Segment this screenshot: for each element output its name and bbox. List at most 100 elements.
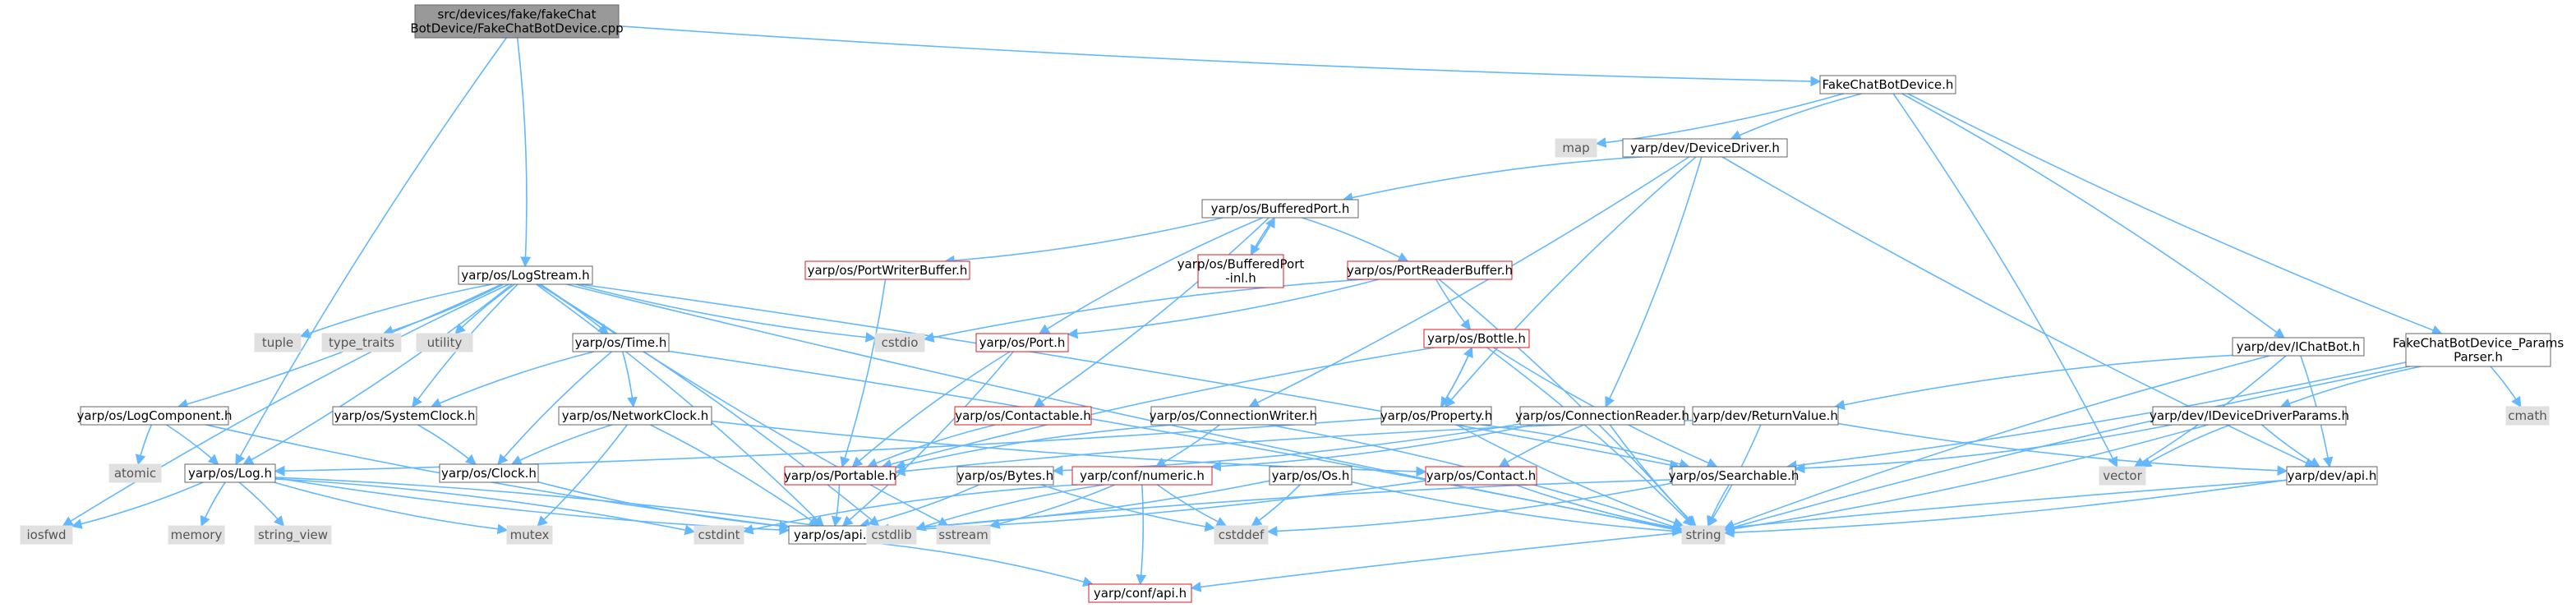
edge-idevparams-to-devapi: [2261, 424, 2320, 468]
edge-params-to-searchable: [1786, 362, 2407, 471]
node-iosfwd[interactable]: iosfwd: [20, 525, 73, 545]
edge-numeric-to-confapi: [1136, 484, 1147, 586]
node-property-box: [1380, 406, 1492, 426]
node-pwb-label: yarp/os/PortWriterBuffer.h: [808, 263, 968, 278]
edge-fcbd-to-devdriver: [1730, 93, 1862, 140]
node-searchable[interactable]: yarp/os/Searchable.h: [1669, 466, 1800, 486]
node-ichatbot-box: [2232, 337, 2365, 357]
node-idevparams[interactable]: yarp/dev/IDeviceDriverParams.h: [2150, 406, 2349, 426]
node-string-box: [1681, 525, 1726, 545]
node-type_traits-label: type_traits: [329, 335, 394, 351]
node-connwriter[interactable]: yarp/os/ConnectionWriter.h: [1150, 406, 1317, 426]
edge-bytes-to-osapi: [859, 484, 979, 529]
node-sysclock[interactable]: yarp/os/SystemClock.h: [332, 406, 477, 426]
node-utility[interactable]: utility: [416, 333, 473, 352]
node-string_view[interactable]: string_view: [254, 525, 332, 545]
node-sysclock-label: yarp/os/SystemClock.h: [334, 408, 476, 423]
node-cstdlib-box: [866, 525, 917, 545]
node-bytes-box: [956, 466, 1054, 486]
node-port[interactable]: yarp/os/Port.h: [975, 333, 1069, 352]
node-contact-box: [1425, 466, 1537, 486]
edge-sysclock-to-clock: [417, 424, 477, 465]
node-osapi-label: yarp/os/api.h: [794, 527, 874, 542]
node-logcomp[interactable]: yarp/os/LogComponent.h: [76, 406, 233, 426]
node-memory-box: [168, 525, 225, 545]
node-utility-label: utility: [427, 335, 463, 350]
node-sstream[interactable]: sstream: [936, 525, 991, 545]
node-sstream-label: sstream: [938, 527, 988, 542]
edge-contactable-to-portable: [866, 424, 996, 468]
node-pwb[interactable]: yarp/os/PortWriterBuffer.h: [804, 260, 970, 280]
node-tuple[interactable]: tuple: [254, 333, 302, 352]
node-mutex[interactable]: mutex: [506, 525, 553, 545]
edge-logstream-to-utility: [454, 283, 515, 334]
node-atomic[interactable]: atomic: [108, 463, 162, 483]
node-string[interactable]: string: [1681, 525, 1726, 545]
node-cstddef-box: [1214, 525, 1269, 545]
node-type_traits[interactable]: type_traits: [321, 333, 402, 352]
node-cstddef[interactable]: cstddef: [1214, 525, 1269, 545]
node-logcomp-box: [80, 406, 229, 426]
node-osapi[interactable]: yarp/os/api.h: [788, 525, 880, 545]
edge-logstream-to-tuple: [299, 283, 493, 339]
node-property-label: yarp/os/Property.h: [1380, 408, 1492, 423]
node-confapi[interactable]: yarp/conf/api.h: [1088, 583, 1192, 603]
node-prb[interactable]: yarp/os/PortReaderBuffer.h: [1347, 260, 1513, 280]
node-bytes[interactable]: yarp/os/Bytes.h: [956, 466, 1054, 486]
node-log[interactable]: yarp/os/Log.h: [184, 463, 276, 483]
node-contactable[interactable]: yarp/os/Contactable.h: [954, 406, 1092, 426]
node-cmath[interactable]: cmath: [2505, 406, 2550, 426]
node-devdriver[interactable]: yarp/dev/DeviceDriver.h: [1622, 138, 1788, 158]
edge-log-to-mutex: [274, 481, 509, 535]
node-contactable-box: [954, 406, 1092, 426]
node-os-label: yarp/os/Os.h: [1272, 468, 1350, 483]
edge-logstream-to-osapi: [536, 283, 824, 527]
node-bpinl-box: [1197, 254, 1284, 288]
node-devapi[interactable]: yarp/dev/api.h: [2286, 466, 2378, 486]
node-ichatbot[interactable]: yarp/dev/IChatBot.h: [2232, 337, 2365, 357]
node-clock[interactable]: yarp/os/Clock.h: [439, 463, 539, 483]
node-logstream[interactable]: yarp/os/LogStream.h: [458, 265, 593, 285]
edge-clock-to-osapi: [537, 481, 790, 532]
node-numeric[interactable]: yarp/conf/numeric.h: [1071, 466, 1213, 486]
node-devapi-label: yarp/dev/api.h: [2288, 468, 2377, 483]
node-iosfwd-box: [20, 525, 73, 545]
node-root[interactable]: src/devices/fake/fakeChatBotDevice/FakeC…: [410, 4, 624, 39]
node-vector[interactable]: vector: [2099, 466, 2146, 486]
node-bufport[interactable]: yarp/os/BufferedPort.h: [1201, 199, 1359, 219]
node-cstdint[interactable]: cstdint: [694, 525, 744, 545]
edge-netclock-to-osapi: [650, 424, 820, 527]
node-os[interactable]: yarp/os/Os.h: [1269, 466, 1353, 486]
edge-params-to-cmath: [2490, 366, 2522, 408]
edge-connwriter-to-numeric: [1154, 424, 1220, 468]
node-root-label: BotDevice/FakeChatBotDevice.cpp: [410, 21, 623, 36]
node-retval[interactable]: yarp/dev/ReturnValue.h: [1692, 406, 1839, 426]
node-cstdlib[interactable]: cstdlib: [866, 525, 917, 545]
node-bpinl[interactable]: yarp/os/BufferedPort-inl.h: [1177, 254, 1305, 288]
edge-pwb-to-portable: [840, 279, 887, 468]
node-fcbd-label: FakeChatBotDevice.h: [1823, 77, 1954, 92]
node-netclock[interactable]: yarp/os/NetworkClock.h: [558, 406, 712, 426]
node-fcbd[interactable]: FakeChatBotDevice.h: [1819, 75, 1956, 94]
node-portable[interactable]: yarp/os/Portable.h: [784, 466, 896, 486]
node-map[interactable]: map: [1555, 138, 1597, 158]
edge-devdriver-to-connwriter: [1248, 156, 1690, 408]
node-connreader[interactable]: yarp/os/ConnectionReader.h: [1515, 406, 1689, 426]
node-numeric-label: yarp/conf/numeric.h: [1080, 468, 1205, 483]
node-atomic-box: [108, 463, 162, 483]
edge-bufport-to-contactable: [1033, 217, 1270, 408]
node-clock-label: yarp/os/Clock.h: [441, 466, 537, 481]
node-time[interactable]: yarp/os/Time.h: [572, 333, 670, 352]
node-property[interactable]: yarp/os/Property.h: [1380, 406, 1492, 426]
node-bottle[interactable]: yarp/os/Bottle.h: [1423, 329, 1530, 348]
edge-idevparams-to-string: [1723, 424, 2209, 534]
node-cstdio[interactable]: cstdio: [874, 333, 925, 352]
node-ichatbot-label: yarp/dev/IChatBot.h: [2237, 339, 2361, 354]
node-memory[interactable]: memory: [168, 525, 225, 545]
edge-portable-to-osapi: [831, 484, 842, 527]
edge-contact-to-string: [1514, 484, 1684, 533]
edge-logstream-to-cstdlib: [537, 283, 880, 527]
node-contact[interactable]: yarp/os/Contact.h: [1425, 466, 1537, 486]
edge-bufport-to-port: [1039, 217, 1264, 334]
